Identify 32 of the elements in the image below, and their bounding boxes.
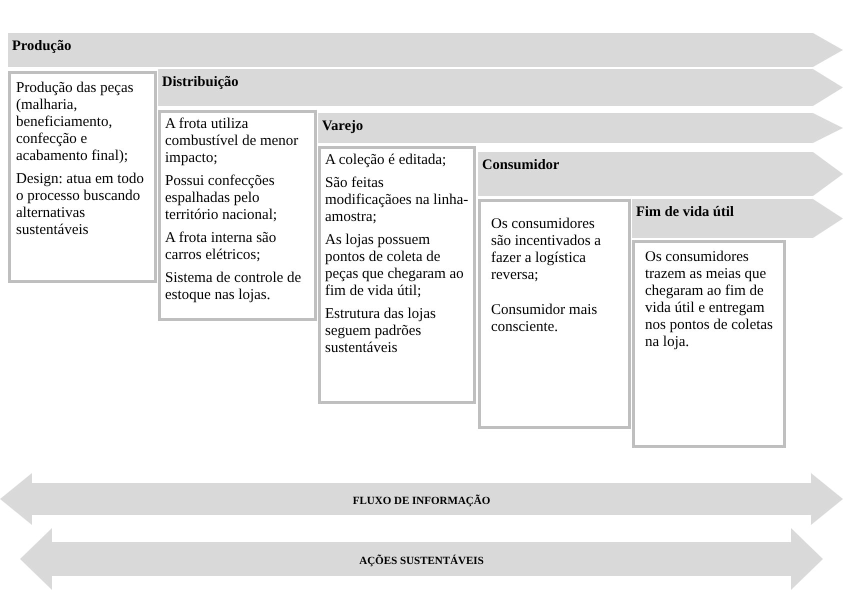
stage-heading: Consumidor bbox=[482, 157, 560, 174]
description-text: Os consumidores são incentivados a fazer a logística reversa; bbox=[491, 216, 602, 284]
description-text: A frota utiliza combustível de menor impacto; bbox=[165, 116, 300, 167]
description-text: Design: atua em todo o processo buscando alternativas sustentáveis bbox=[16, 171, 145, 239]
text-box bbox=[318, 146, 476, 404]
stage-banner bbox=[158, 69, 843, 106]
description-text: Estrutura das lojas seguem padrões sustentáveis bbox=[325, 306, 437, 357]
flow-banner bbox=[20, 528, 823, 590]
description-text: Consumidor mais consciente. bbox=[491, 302, 598, 336]
stage-heading: Produção bbox=[12, 38, 72, 55]
stage-heading: Varejo bbox=[322, 118, 364, 135]
stage-heading: Distribuição bbox=[162, 74, 239, 91]
description-text: Sistema de controle de estoque nas lojas. bbox=[165, 270, 302, 304]
text-box bbox=[8, 71, 157, 283]
stage-banner bbox=[632, 199, 843, 238]
arrow-label: AÇÕES SUSTENTÁVEIS bbox=[358, 555, 485, 567]
description-text: A frota interna são carros elétricos; bbox=[165, 230, 278, 264]
description-text: As lojas possuem pontos de coleta de peças que chegaram ao fim de vida útil; bbox=[325, 232, 465, 300]
description-text: São feitas modificaçãoes na linha-amostra; bbox=[325, 175, 469, 226]
text-box bbox=[478, 199, 631, 429]
stage-banner bbox=[478, 152, 843, 196]
description-text: A coleção é editada; bbox=[325, 152, 448, 169]
text-box bbox=[158, 110, 317, 321]
description-text: Possui confecções espalhadas pelo território nacional; bbox=[165, 173, 278, 224]
text-box bbox=[632, 240, 786, 448]
arrow-label: FLUXO DE INFORMAÇÃO bbox=[352, 495, 492, 507]
stage-heading: Fim de vida útil bbox=[636, 204, 734, 221]
description-text: Produção das peças (malharia, beneficiamento, confecção e acabamento final); bbox=[16, 80, 134, 165]
stage-banner bbox=[8, 33, 843, 67]
stage-banner bbox=[318, 113, 843, 143]
description-text: Os consumidores trazem as meias que chegaram ao fim de vida útil e entregam nos pontos de coletas na loja. bbox=[645, 249, 773, 351]
flow-banner bbox=[0, 473, 843, 525]
